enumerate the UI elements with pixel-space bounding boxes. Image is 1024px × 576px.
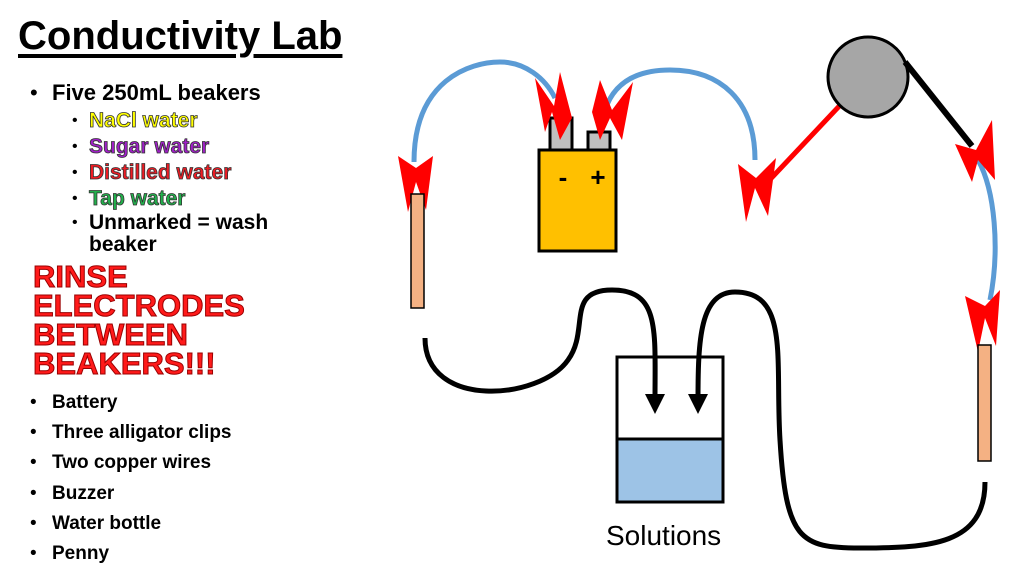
alligator-clip-icon <box>965 290 1000 352</box>
item-label: Buzzer <box>52 482 115 504</box>
list-item-tap: • Tap water <box>72 186 268 212</box>
arrow-down-icon <box>688 394 708 414</box>
beaker-label-distilled: Distilled water <box>89 161 232 185</box>
bullet-icon: • <box>30 543 37 565</box>
bullet-icon: • <box>30 80 38 105</box>
bullet-icon: • <box>30 422 37 444</box>
warning-line: BEAKERS!!! <box>33 346 217 381</box>
wire-battery-to-buzzer <box>602 67 758 161</box>
electrode-left <box>410 193 425 309</box>
bullet-icon: • <box>30 452 37 474</box>
beakers-heading-item: • Five 250mL beakers <box>30 80 261 106</box>
solution-liquid <box>617 439 723 502</box>
item-label: Three alligator clips <box>52 422 232 444</box>
item-label: Battery <box>52 392 118 413</box>
list-item-battery: • Battery <box>30 388 232 418</box>
bullet-icon: • <box>30 482 37 504</box>
warning-line: ELECTRODES <box>33 288 246 323</box>
bullet-icon: • <box>30 512 37 534</box>
list-item-distilled: • Distilled water <box>72 160 268 186</box>
bullet-icon: • <box>72 164 78 181</box>
item-label: Two copper wires <box>52 452 212 474</box>
bullet-icon: • <box>72 112 78 129</box>
list-item-wires: • Two copper wires <box>30 448 232 478</box>
warning-line: BETWEEN <box>33 317 189 352</box>
rinse-warning: RINSE ELECTRODES BETWEEN BEAKERS!!! <box>33 259 246 381</box>
electrode-right <box>977 344 992 462</box>
beaker-label-nacl: NaCl water <box>89 109 198 133</box>
beaker-solutions-list: • NaCl water • Sugar water • Distilled wate… <box>72 108 268 256</box>
list-item-penny: • Penny <box>30 539 232 569</box>
battery-plus-label: + <box>590 162 605 192</box>
bullet-icon: • <box>72 214 78 231</box>
alligator-clip-icon <box>535 72 572 140</box>
alligator-clip-icon <box>955 120 995 182</box>
bullet-icon: • <box>72 190 78 207</box>
wire-buzzer-to-right <box>975 158 998 301</box>
item-label: Water bottle <box>52 512 162 534</box>
equipment-list: • Battery • Three alligator clips • Two cop… <box>30 388 232 569</box>
bullet-icon: • <box>30 392 37 413</box>
alligator-clip-icon <box>738 158 776 222</box>
warning-line: RINSE <box>33 259 129 294</box>
arrow-down-icon <box>645 394 665 414</box>
list-item-nacl: • NaCl water <box>72 108 268 134</box>
beakers-heading: Five 250mL beakers <box>52 80 261 105</box>
beaker-label-unmarked-2: beaker <box>89 233 157 256</box>
beaker-icon <box>615 355 725 504</box>
solutions-label: Solutions <box>606 520 722 551</box>
list-item-buzzer: • Buzzer <box>30 479 232 509</box>
page-title: Conductivity Lab <box>18 14 343 58</box>
buzzer-red-lead <box>760 98 847 190</box>
beakers-list: • Five 250mL beakers <box>30 80 261 106</box>
list-item-water-bottle: • Water bottle <box>30 509 232 539</box>
alligator-clip-icon <box>592 80 633 140</box>
wire-left-to-battery <box>411 59 558 163</box>
bullet-icon: • <box>72 138 78 155</box>
list-item-sugar: • Sugar water <box>72 134 268 160</box>
battery-minus-label: - <box>559 162 568 192</box>
list-item-clips: • Three alligator clips <box>30 418 232 448</box>
wire-left-to-solution <box>422 287 658 401</box>
buzzer-black-lead <box>902 60 975 148</box>
buzzer-icon <box>826 35 910 119</box>
beaker-label-tap: Tap water <box>89 187 186 211</box>
wire-right-to-solution <box>695 289 988 551</box>
item-label: Penny <box>52 543 110 565</box>
beaker-label-unmarked: Unmarked = wash <box>89 211 269 234</box>
battery-icon <box>537 148 618 253</box>
beaker-label-sugar: Sugar water <box>89 135 210 159</box>
